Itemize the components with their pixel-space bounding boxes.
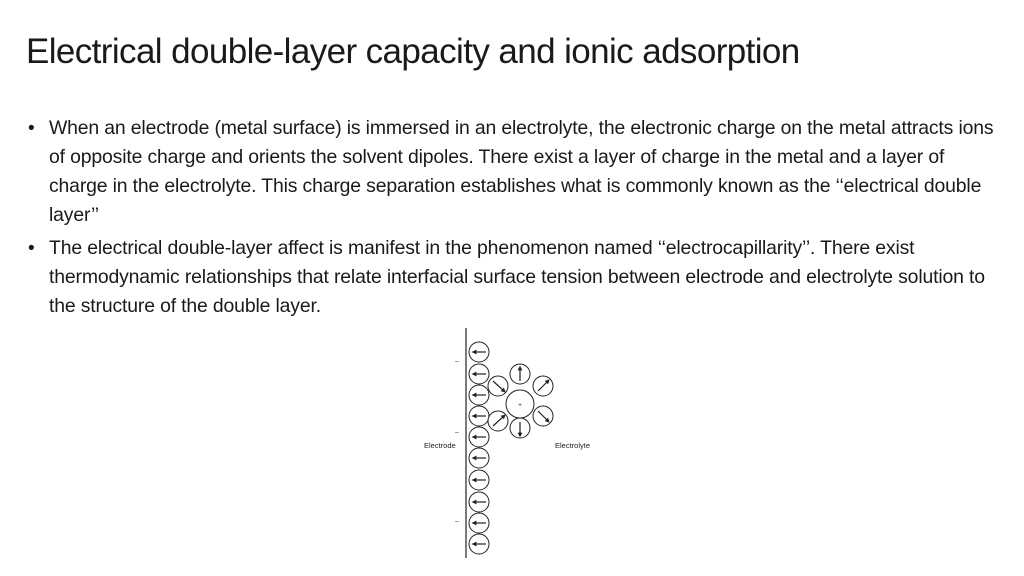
cation-charge: + — [518, 402, 522, 409]
solvent-dipole — [468, 447, 490, 469]
solvent-dipole — [468, 512, 490, 534]
electrode-label: Electrode — [424, 441, 456, 450]
electrode-charge-mark: – — [455, 429, 459, 436]
solvent-dipole — [468, 363, 490, 385]
bullet-item-2: • The electrical double-layer affect is … — [28, 234, 998, 321]
double-layer-figure: – – – — [412, 322, 612, 560]
solvation-dipole — [509, 417, 531, 439]
solvent-dipole — [468, 341, 490, 363]
electrolyte-label: Electrolyte — [555, 441, 590, 450]
solvent-dipole — [468, 426, 490, 448]
bullet-marker: • — [28, 118, 35, 139]
solvation-dipole — [487, 375, 509, 397]
solvent-dipole — [468, 384, 490, 406]
bullet-marker: • — [28, 238, 35, 259]
solvent-dipole — [468, 491, 490, 513]
bullet-text: The electrical double-layer affect is ma… — [49, 237, 985, 317]
double-layer-diagram: – – – — [424, 328, 590, 558]
solvation-dipole — [532, 405, 554, 427]
bullet-item-1: • When an electrode (metal surface) is i… — [28, 114, 998, 230]
slide-title: Electrical double-layer capacity and ion… — [26, 32, 800, 71]
solvent-dipole — [468, 405, 490, 427]
solvent-dipole — [468, 533, 490, 555]
electrode-charge-mark: – — [455, 518, 459, 525]
electrode-charge-mark: – — [455, 358, 459, 365]
bullet-text: When an electrode (metal surface) is imm… — [49, 117, 994, 226]
solvent-dipole — [468, 469, 490, 491]
solvation-dipole — [532, 375, 554, 397]
solvation-dipole — [487, 410, 509, 432]
solvated-cation: + — [487, 363, 554, 439]
adsorbed-dipole-column — [468, 341, 490, 555]
solvation-dipole — [509, 363, 531, 385]
bullet-list: • When an electrode (metal surface) is i… — [28, 114, 998, 325]
